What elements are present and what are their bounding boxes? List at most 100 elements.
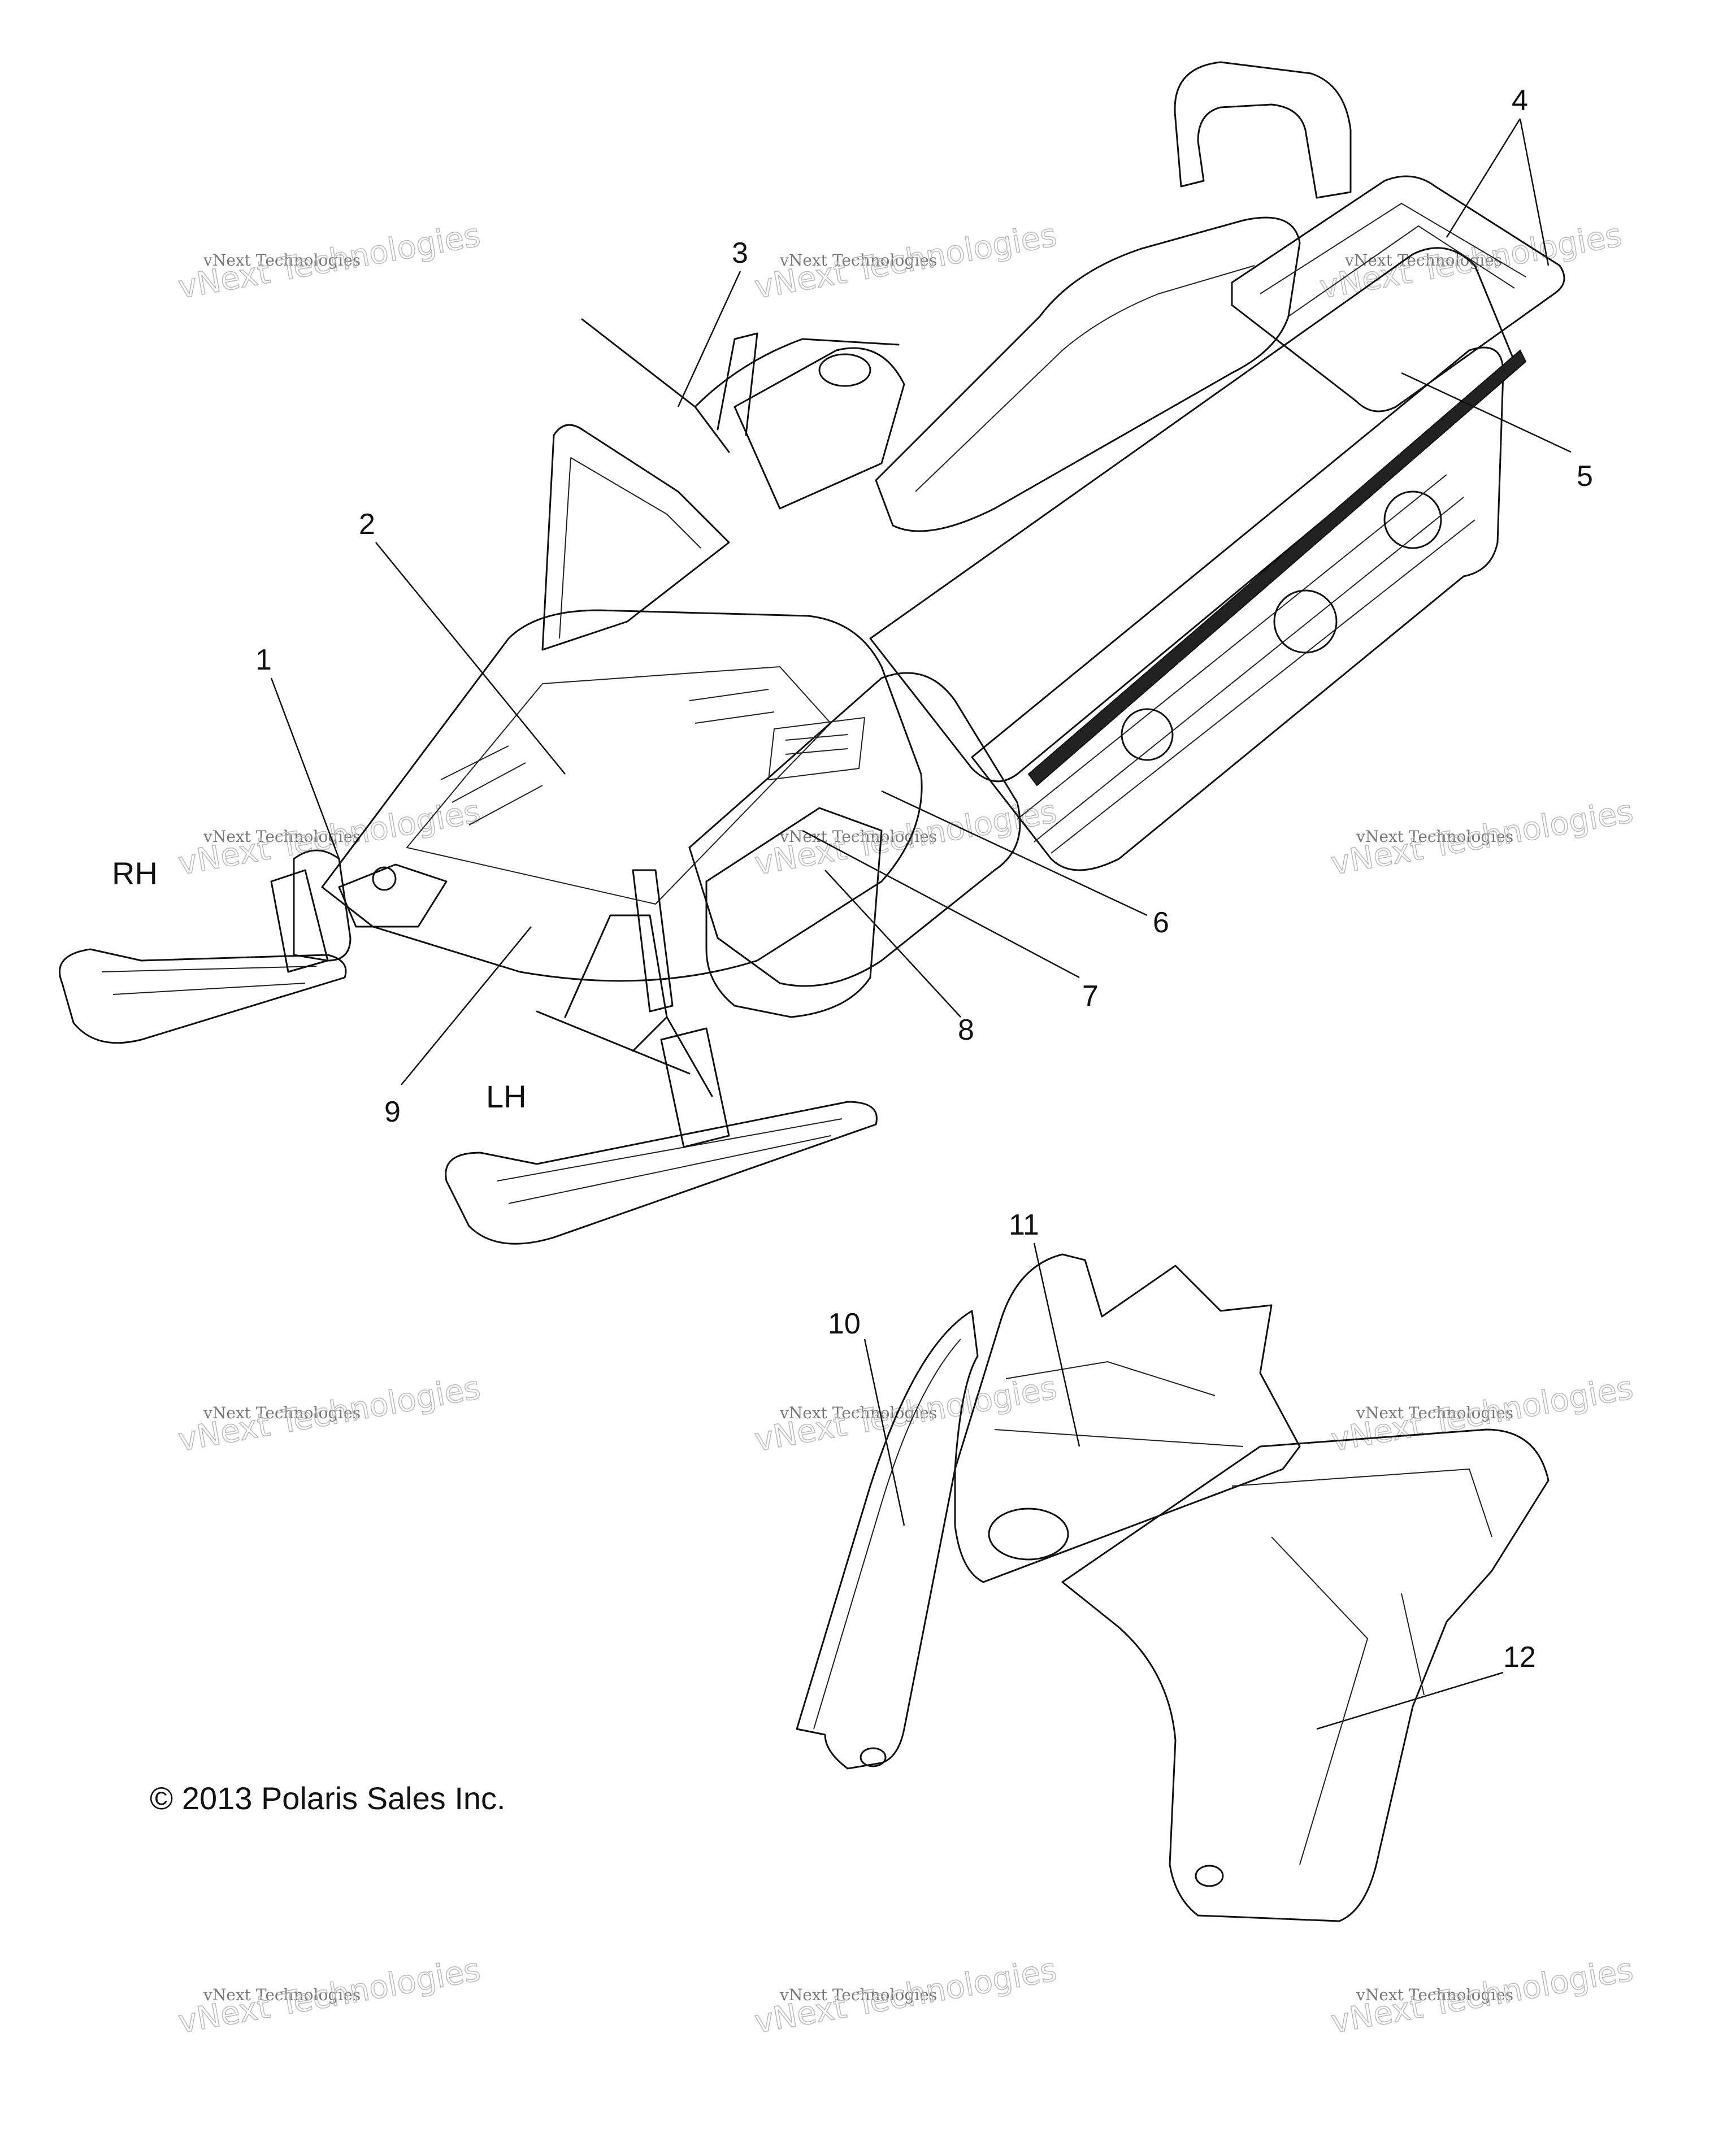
- panel-11-opening: [988, 1508, 1069, 1561]
- windshield-inner: [559, 457, 701, 639]
- panel-10-edge: [813, 1339, 961, 1730]
- callout-1: 1: [255, 644, 272, 676]
- ski-lh: [445, 1101, 878, 1245]
- watermark: vNext Technologies vNext Technologies: [752, 793, 1060, 883]
- handlebar-riser: [717, 332, 758, 436]
- rear-rack: [1231, 175, 1565, 412]
- watermark: vNext Technologies vNext Technologies: [752, 1951, 1060, 2041]
- track: [971, 346, 1504, 871]
- tunnel: [869, 247, 1516, 783]
- watermark: vNext Technologies vNext Technologies: [175, 216, 484, 307]
- panel-11-ridge: [994, 1361, 1244, 1447]
- panel-12: [1061, 1428, 1550, 1922]
- callout-10: 10: [828, 1307, 861, 1340]
- hood: [321, 609, 923, 982]
- watermark-line2: vNext Technologies: [1329, 1370, 1636, 1459]
- leader-8: [824, 870, 961, 1018]
- hood-panel: [406, 666, 831, 905]
- watermark-line2: vNext Technologies: [176, 793, 483, 883]
- watermark-line2: vNext Technologies: [176, 1952, 483, 2041]
- ski-rh-runner: [101, 966, 317, 995]
- leader-2: [375, 542, 566, 775]
- spindle-rh: [270, 869, 329, 973]
- watermark: vNext Technologies vNext Technologies: [1328, 1369, 1637, 1459]
- watermark-line1: vNext Technologies: [779, 1986, 937, 2004]
- leader-4b: [1519, 118, 1550, 266]
- leader-1: [270, 677, 340, 859]
- leader-4a: [1446, 118, 1521, 238]
- watermark: vNext Technologies vNext Technologies: [752, 1369, 1060, 1459]
- callout-8: 8: [958, 1014, 974, 1046]
- watermark-line1: vNext Technologies: [779, 251, 937, 270]
- callout-5: 5: [1577, 460, 1593, 493]
- spindle-lh: [660, 1027, 730, 1148]
- rear-rack-rails: [1260, 203, 1526, 317]
- watermark-line1: vNext Technologies: [1356, 1404, 1513, 1422]
- panel-12-fastener: [1195, 1865, 1224, 1887]
- leader-6: [881, 790, 1148, 916]
- track-lugs: [1017, 474, 1475, 854]
- callout-3: 3: [732, 237, 748, 270]
- watermark-line1: vNext Technologies: [779, 1404, 937, 1422]
- watermark-line1: vNext Technologies: [203, 827, 361, 846]
- panel-12-inner: [1231, 1469, 1492, 1865]
- headlight-lamp: [372, 866, 397, 891]
- callout-7: 7: [1082, 980, 1099, 1013]
- watermark: vNext Technologies vNext Technologies: [175, 1369, 484, 1459]
- shock-absorber: [632, 869, 674, 1013]
- idler-wheel: [1273, 589, 1338, 654]
- leader-10: [863, 1339, 905, 1526]
- callout-11: 11: [1009, 1209, 1039, 1241]
- watermark-line2: vNext Technologies: [752, 217, 1060, 306]
- leader-5: [1401, 372, 1572, 453]
- watermark-line2: vNext Technologies: [1329, 1952, 1636, 2041]
- ski-rh: [59, 948, 347, 1044]
- console: [734, 347, 905, 510]
- leader-7: [802, 829, 1080, 979]
- watermark-line2: vNext Technologies: [176, 217, 483, 306]
- callout-4: 4: [1512, 84, 1528, 117]
- callout-6: 6: [1153, 906, 1169, 939]
- watermark-line1: vNext Technologies: [1356, 1986, 1513, 2004]
- watermark-line1: vNext Technologies: [203, 1986, 361, 2004]
- watermark-line1: vNext Technologies: [203, 251, 361, 270]
- watermark-line1: vNext Technologies: [1356, 827, 1513, 846]
- leader-3: [677, 271, 741, 407]
- panel-11: [954, 1253, 1301, 1583]
- fuel-cap: [818, 353, 871, 387]
- watermark-line2: vNext Technologies: [752, 793, 1060, 883]
- leader-lines: [270, 118, 1572, 1730]
- watermark: vNext Technologies vNext Technologies: [752, 216, 1060, 307]
- watermark-line2: vNext Technologies: [752, 1370, 1060, 1459]
- callout-12: 12: [1503, 1641, 1536, 1674]
- running-board-rail: [1027, 349, 1527, 787]
- front-suspension: [536, 914, 713, 1097]
- idler-wheel: [1383, 490, 1442, 549]
- side-panel-louver: [768, 717, 865, 780]
- label-lh: LH: [486, 1079, 527, 1114]
- snowmobile-drawing: [59, 61, 1565, 1245]
- watermark: vNext Technologies vNext Technologies: [1328, 1951, 1637, 2041]
- panel-10-fastener: [860, 1747, 887, 1767]
- label-rh: RH: [112, 855, 158, 891]
- leader-11: [1033, 1243, 1080, 1447]
- watermark: vNext Technologies vNext Technologies: [175, 1951, 484, 2041]
- watermark-line2: vNext Technologies: [752, 1952, 1060, 2041]
- side-panel: [688, 672, 1021, 987]
- watermark-line1: vNext Technologies: [203, 1404, 361, 1422]
- hood-vents: [440, 689, 775, 826]
- callout-numbers: 1 2 3 4 5 6 7 8 9 10 11 12: [255, 84, 1593, 1674]
- windshield: [541, 424, 730, 651]
- watermarks: vNext Technologies vNext Technologies vN…: [175, 216, 1637, 2041]
- leader-12: [1316, 1671, 1504, 1730]
- seat-seam: [915, 265, 1255, 492]
- handlebar: [581, 318, 900, 453]
- ski-lh-runner: [497, 1118, 843, 1204]
- panel-10: [796, 1310, 979, 1770]
- idler-wheel: [1121, 708, 1174, 761]
- side-panel-drawings: [796, 1253, 1550, 1922]
- headlight: [338, 863, 448, 928]
- leader-9: [401, 926, 532, 1085]
- watermark-line2: vNext Technologies: [176, 1370, 483, 1459]
